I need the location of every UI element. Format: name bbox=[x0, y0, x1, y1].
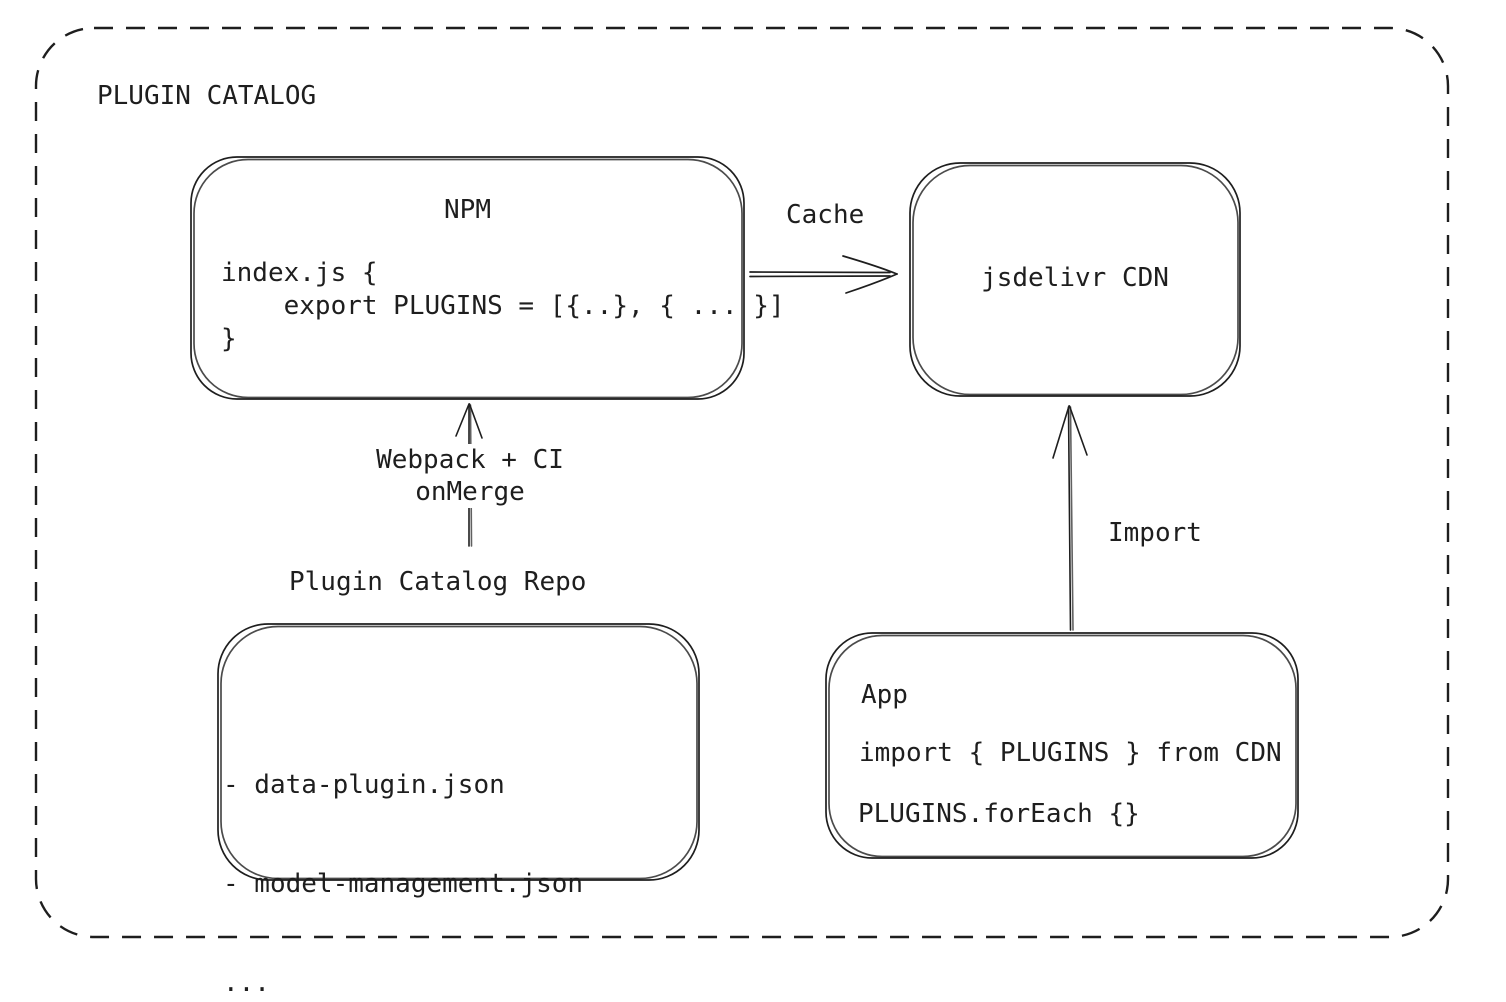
repo-file-item: - data-plugin.json bbox=[223, 770, 505, 800]
app-import-line: import { PLUGINS } from CDN bbox=[859, 738, 1282, 768]
import-arrow bbox=[1052, 405, 1088, 631]
npm-box bbox=[190, 156, 745, 400]
repo-box-title: Plugin Catalog Repo bbox=[289, 567, 587, 597]
catalog-boundary-box bbox=[34, 26, 1450, 939]
repo-file-list: - data-plugin.json - model-management.js… bbox=[223, 703, 583, 1002]
npm-code-text: index.js { export PLUGINS = [{..}, { ...… bbox=[221, 258, 785, 354]
repo-box bbox=[217, 623, 700, 881]
cache-arrow-label: Cache bbox=[786, 200, 865, 230]
npm-box-title: NPM bbox=[444, 195, 491, 225]
app-box-title: App bbox=[861, 680, 908, 710]
import-arrow-label: Import bbox=[1108, 518, 1202, 548]
build-arrow-label: Webpack + CI onMerge bbox=[330, 444, 610, 508]
cache-arrow bbox=[749, 255, 898, 294]
app-box bbox=[825, 632, 1299, 859]
cdn-box-label: jsdelivr CDN bbox=[981, 263, 1169, 293]
cdn-box bbox=[909, 162, 1241, 397]
repo-file-item: ... bbox=[223, 968, 270, 998]
repo-file-item: - model-management.json bbox=[223, 869, 584, 899]
app-foreach-line: PLUGINS.forEach {} bbox=[858, 799, 1140, 829]
diagram-title: PLUGIN CATALOG bbox=[97, 81, 317, 111]
